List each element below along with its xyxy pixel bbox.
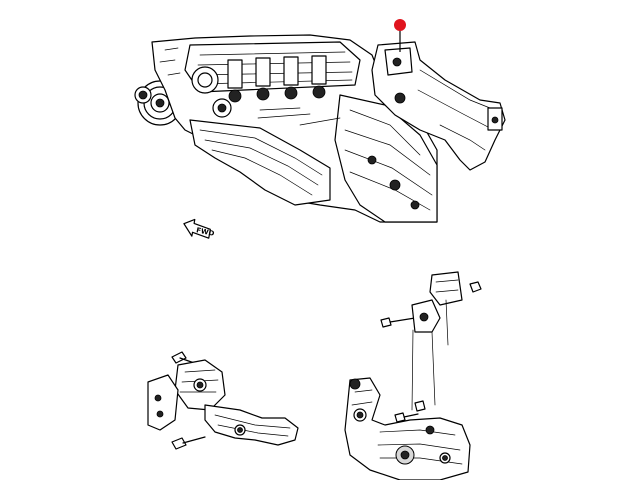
oil-pan — [189, 119, 331, 206]
transmission-housing — [334, 94, 438, 223]
fwd-arrow-icon: FWD — [183, 218, 215, 239]
nut-top-right — [469, 281, 482, 293]
lower-bolt-left — [171, 436, 206, 450]
stud-bolt-right — [380, 317, 416, 328]
callout-marker — [394, 19, 406, 52]
bolt-trans-right — [394, 412, 419, 423]
transmission-case — [344, 377, 471, 480]
left-engine-mount — [147, 351, 299, 450]
engine-assembly — [134, 34, 438, 223]
fwd-label: FWD — [195, 226, 215, 238]
engine-mount-bracket — [371, 41, 506, 171]
nut-trans-right — [414, 400, 426, 412]
right-engine-mount — [380, 271, 482, 423]
ignition-coils — [227, 55, 327, 103]
